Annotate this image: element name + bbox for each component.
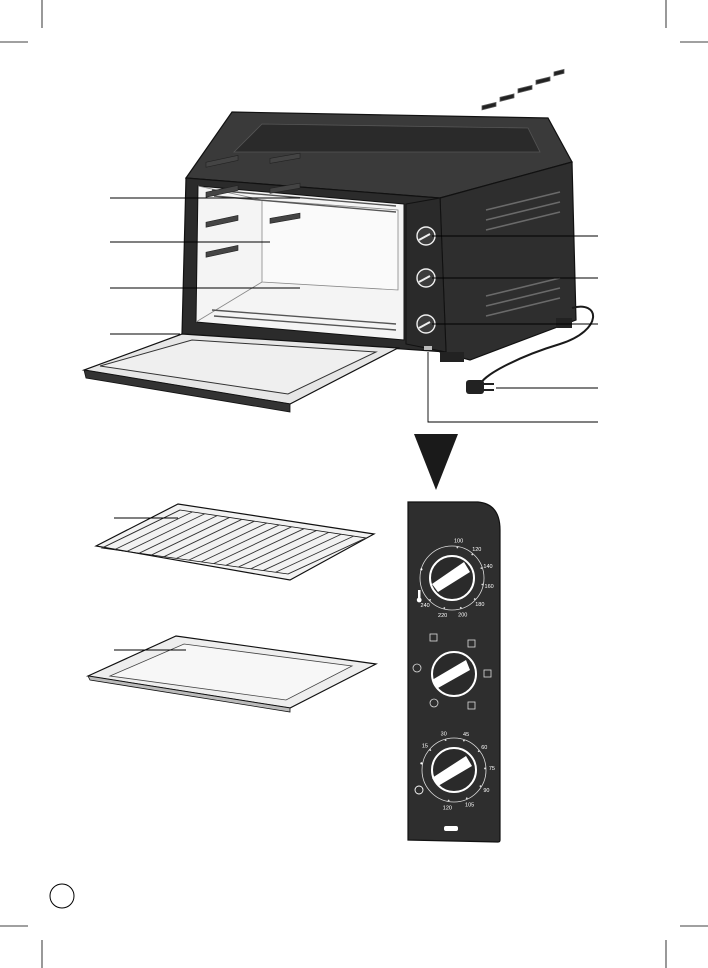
baking-tray — [85, 635, 378, 713]
timer-knob-grip — [432, 756, 472, 786]
dial-scale-label: 220 — [438, 613, 447, 619]
rack-wire — [201, 524, 280, 563]
dial-tick — [429, 749, 432, 751]
dial-tick — [456, 546, 459, 549]
dial-scale-label: 30 — [441, 731, 447, 737]
dial-tick — [477, 750, 480, 753]
timer-dial-ring — [421, 737, 487, 803]
dial-scale-label: 120 — [472, 547, 481, 553]
dial-tick — [459, 606, 462, 609]
rack-wire — [250, 531, 329, 570]
temperature-off-mark: • — [420, 565, 423, 574]
rack-wire — [188, 522, 267, 561]
temperature-knob-grip — [432, 562, 470, 592]
dial-tick — [480, 567, 483, 570]
wire-rack — [94, 503, 376, 581]
dial-scale-label: 60 — [481, 745, 487, 751]
convection-icon — [467, 701, 476, 710]
temperature-dial-ticks: 100 120 140 160 180 200 220 240 — [421, 539, 494, 619]
temperature-dial: 100 120 140 160 180 200 220 240 • — [416, 539, 494, 619]
thermometer-icon — [416, 590, 422, 603]
dial-tick — [462, 739, 465, 742]
dial-tick — [429, 599, 431, 601]
page-number-circle — [49, 883, 75, 909]
rack-wire — [225, 528, 305, 566]
dial-tick — [447, 799, 450, 802]
dial-scale-label: 140 — [483, 564, 492, 570]
heating-elements — [211, 189, 397, 331]
clock-icon — [414, 785, 424, 795]
dial-tick — [471, 553, 474, 556]
rack-wire — [126, 513, 205, 552]
timer-off-mark: • — [420, 759, 423, 768]
off-icon — [429, 698, 439, 708]
oven-foot — [556, 318, 572, 328]
dial-tick — [481, 583, 484, 586]
timer-dial-ticks: 15 30 45 60 75 90 105 120 — [422, 731, 495, 811]
dial-tick — [444, 739, 447, 742]
rack-wire — [101, 509, 181, 549]
rack-wire — [263, 533, 342, 571]
power-indicator-light — [444, 826, 458, 831]
rack-wire — [275, 535, 354, 573]
rack-wire — [238, 530, 317, 568]
dial-scale-label: 45 — [463, 732, 469, 738]
rack-wire — [151, 517, 230, 556]
down-arrow-icon — [414, 434, 458, 490]
rotisserie-icon — [412, 663, 422, 673]
dial-scale-label: 200 — [458, 612, 467, 618]
rack-wire — [114, 511, 193, 551]
rack-wire — [176, 520, 255, 559]
callout-lines-left — [110, 197, 300, 335]
dial-tick — [443, 607, 446, 609]
dial-scale-label: 240 — [421, 603, 430, 609]
side-vent-rows — [485, 191, 561, 317]
rack-wire — [163, 518, 243, 558]
temperature-dial-ring — [419, 545, 485, 611]
oven-function-knob — [416, 268, 436, 288]
cavity-back — [261, 199, 399, 291]
dial-scale-label: 120 — [443, 805, 452, 811]
power-plug — [466, 380, 494, 394]
dial-scale-label: 105 — [465, 803, 474, 809]
dial-tick — [484, 767, 486, 770]
bottom-heat-icon — [467, 639, 476, 648]
oven-top-recess — [233, 123, 541, 153]
timer-dial: 15 30 45 60 75 90 105 120 • — [414, 731, 495, 811]
door-glass — [99, 339, 378, 395]
function-mode-icons — [412, 633, 492, 710]
top-bottom-heat-icon — [483, 669, 492, 678]
rack-wire — [287, 537, 367, 575]
dial-scale-label: 90 — [483, 788, 489, 794]
dial-scale-label: 100 — [454, 539, 463, 545]
dial-tick — [479, 785, 482, 788]
dial-tick — [473, 598, 476, 600]
control-panel-closeup: 100 120 140 160 180 200 220 240 • — [407, 501, 501, 843]
door-edge — [83, 369, 291, 413]
side-vents — [481, 68, 565, 111]
dial-tick — [465, 797, 468, 800]
toaster-oven — [81, 68, 595, 413]
dial-scale-label: 160 — [485, 584, 494, 590]
power-cord — [479, 305, 595, 387]
function-dial — [412, 633, 492, 710]
function-knob-grip — [432, 660, 470, 688]
rack-guides — [205, 152, 301, 258]
dial-scale-label: 75 — [489, 766, 495, 772]
dial-scale-label: 180 — [475, 602, 484, 608]
callout-lines-right — [427, 235, 598, 423]
rack-wire — [139, 515, 218, 554]
dial-scale-label: 15 — [422, 744, 428, 750]
oven-power-light — [424, 346, 432, 350]
top-heat-icon — [429, 633, 438, 642]
oven-foot — [440, 352, 464, 362]
rack-wire — [213, 526, 292, 565]
